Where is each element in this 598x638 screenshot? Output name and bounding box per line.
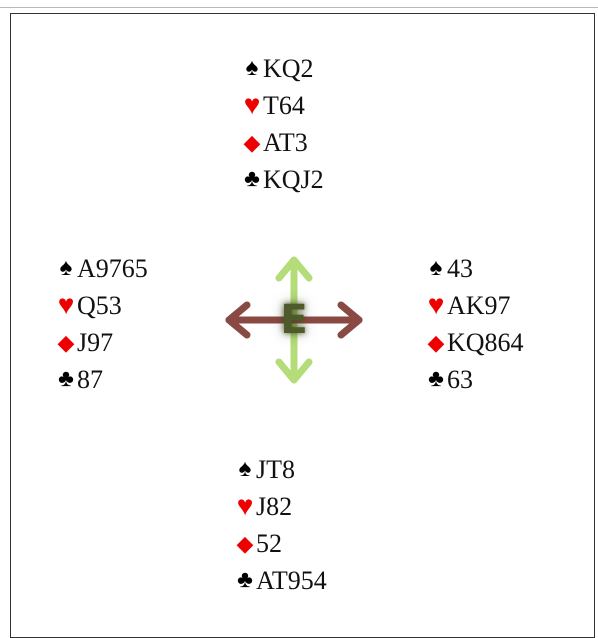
heart-icon: ♥ [236, 491, 254, 522]
east-hearts: ♥ AK97 [425, 287, 524, 324]
south-diamonds: ◆ 52 [234, 525, 327, 562]
north-spades: ♠ KQ2 [241, 50, 324, 87]
west-hearts: ♥ Q53 [55, 287, 148, 324]
deal-diagram: ♠ KQ2 ♥ T64 ◆ AT3 ♣ KQJ2 ♠ A9765 ♥ Q53 ◆… [10, 13, 595, 638]
west-hand: ♠ A9765 ♥ Q53 ◆ J97 ♣ 87 [55, 250, 148, 398]
spade-icon: ♠ [238, 456, 252, 482]
club-icon: ♣ [58, 366, 74, 392]
heart-icon: ♥ [427, 290, 445, 321]
top-divider [0, 7, 598, 8]
west-spades-cards: A9765 [77, 254, 148, 283]
north-spades-cards: KQ2 [263, 54, 314, 83]
club-icon: ♣ [237, 567, 253, 593]
diamond-icon: ◆ [57, 330, 75, 355]
west-clubs: ♣ 87 [55, 361, 148, 398]
heart-icon: ♥ [243, 90, 261, 121]
south-hearts-cards: J82 [256, 492, 293, 521]
diamond-icon: ◆ [427, 330, 445, 355]
south-hand: ♠ JT8 ♥ J82 ◆ 52 ♣ AT954 [234, 451, 327, 599]
north-diamonds-cards: AT3 [263, 128, 308, 157]
north-clubs: ♣ KQJ2 [241, 161, 324, 198]
west-spades: ♠ A9765 [55, 250, 148, 287]
east-clubs-cards: 63 [447, 365, 473, 394]
south-hearts: ♥ J82 [234, 488, 327, 525]
south-clubs: ♣ AT954 [234, 562, 327, 599]
north-hand: ♠ KQ2 ♥ T64 ◆ AT3 ♣ KQJ2 [241, 50, 324, 198]
east-spades-cards: 43 [447, 254, 473, 283]
club-icon: ♣ [244, 166, 260, 192]
diamond-icon: ◆ [243, 130, 261, 155]
east-diamonds: ◆ KQ864 [425, 324, 524, 361]
east-hearts-cards: AK97 [447, 291, 511, 320]
east-hand: ♠ 43 ♥ AK97 ◆ KQ864 ♣ 63 [425, 250, 524, 398]
east-clubs: ♣ 63 [425, 361, 524, 398]
west-clubs-cards: 87 [77, 365, 103, 394]
west-hearts-cards: Q53 [77, 291, 122, 320]
north-hearts: ♥ T64 [241, 87, 324, 124]
spade-icon: ♠ [245, 55, 259, 81]
spade-icon: ♠ [59, 255, 73, 281]
west-diamonds-cards: J97 [77, 328, 114, 357]
ew-arrow [225, 301, 363, 339]
east-diamonds-cards: KQ864 [447, 328, 524, 357]
south-diamonds-cards: 52 [256, 529, 282, 558]
south-spades: ♠ JT8 [234, 451, 327, 488]
compass-rose: E [219, 250, 369, 390]
south-clubs-cards: AT954 [256, 566, 327, 595]
north-diamonds: ◆ AT3 [241, 124, 324, 161]
north-hearts-cards: T64 [263, 91, 305, 120]
south-spades-cards: JT8 [256, 455, 295, 484]
club-icon: ♣ [428, 366, 444, 392]
heart-icon: ♥ [57, 290, 75, 321]
dealer-indicator: E [280, 297, 308, 343]
north-clubs-cards: KQJ2 [263, 165, 324, 194]
spade-icon: ♠ [429, 255, 443, 281]
compass-arrows-icon [225, 256, 363, 384]
west-diamonds: ◆ J97 [55, 324, 148, 361]
diamond-icon: ◆ [236, 531, 254, 556]
east-spades: ♠ 43 [425, 250, 524, 287]
